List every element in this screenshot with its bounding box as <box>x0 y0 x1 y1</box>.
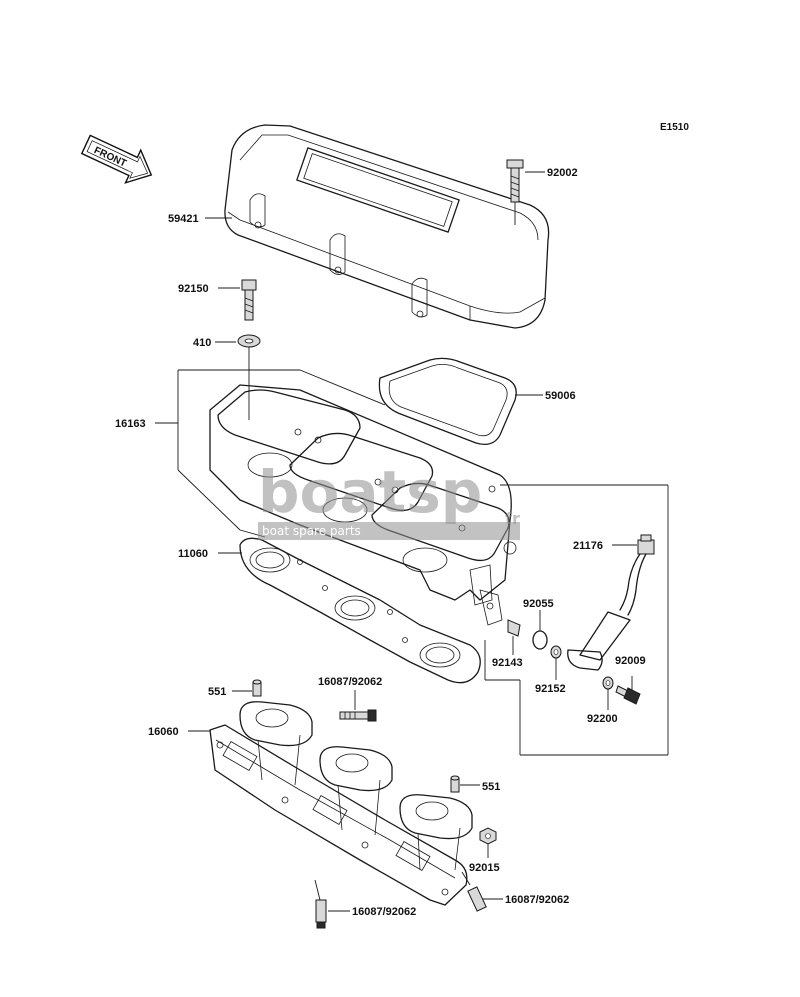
washer-92152 <box>550 645 562 659</box>
label-16087-c: 16087/92062 <box>328 906 416 918</box>
watermark-tagline: boat spare parts <box>262 524 361 538</box>
part-number-59421: 59421 <box>168 213 199 225</box>
part-number-21176: 21176 <box>573 540 603 552</box>
label-551-top: 551 <box>208 686 252 698</box>
part-number-551-top: 551 <box>208 686 226 698</box>
watermark-suffix: fr <box>505 509 520 528</box>
part-number-92143: 92143 <box>492 657 523 669</box>
bolt-92002 <box>506 159 524 225</box>
bolt-92150 <box>241 279 257 321</box>
oring-92055 <box>532 610 548 650</box>
screw-92009 <box>615 676 641 705</box>
part-number-92200: 92200 <box>587 713 618 725</box>
label-16163: 16163 <box>115 418 178 430</box>
label-92152: 92152 <box>535 658 566 695</box>
gasket-11060 <box>239 537 481 684</box>
part-number-16163: 16163 <box>115 418 146 430</box>
label-21176: 21176 <box>573 540 637 552</box>
part-number-410: 410 <box>193 337 211 349</box>
label-92150: 92150 <box>178 283 240 295</box>
label-92015: 92015 <box>469 862 500 874</box>
label-16060: 16060 <box>148 726 210 738</box>
label-59006: 59006 <box>515 390 576 402</box>
temp-sensor-16087-b <box>314 879 327 929</box>
part-number-16060: 16060 <box>148 726 179 738</box>
cover-59421 <box>224 124 550 329</box>
washer-410 <box>237 334 261 420</box>
watermark-brand: boatsp <box>258 458 482 526</box>
part-number-16087-b: 16087/92062 <box>505 894 569 906</box>
throttle-body-16163 <box>209 384 517 626</box>
label-92143: 92143 <box>492 636 523 669</box>
part-number-92002: 92002 <box>547 167 578 179</box>
dowel-551-bottom <box>450 775 460 793</box>
label-11060: 11060 <box>178 548 242 560</box>
part-number-16087-a: 16087/92062 <box>318 676 382 688</box>
label-551-bottom: 551 <box>460 781 500 793</box>
label-59421: 59421 <box>168 213 232 225</box>
washer-92200 <box>602 676 614 690</box>
part-number-59006: 59006 <box>545 390 576 402</box>
collar-92143 <box>507 619 521 637</box>
part-number-92055: 92055 <box>523 598 554 610</box>
label-92055: 92055 <box>523 598 554 610</box>
label-92200: 92200 <box>587 689 618 725</box>
manifold-16060 <box>209 701 473 906</box>
nut-92015 <box>479 827 497 858</box>
diagram-code: E1510 <box>660 122 689 133</box>
part-number-551-bottom: 551 <box>482 781 500 793</box>
part-number-16087-c: 16087/92062 <box>352 906 416 918</box>
watermark: boatsp boat spare parts fr <box>258 458 520 540</box>
label-16087-a: 16087/92062 <box>318 676 382 710</box>
gasket-59006 <box>378 357 517 446</box>
part-number-92150: 92150 <box>178 283 209 295</box>
label-92002: 92002 <box>525 167 578 179</box>
front-arrow-icon: FRONT <box>80 134 153 184</box>
part-number-92009: 92009 <box>615 655 646 667</box>
label-92009: 92009 <box>615 655 646 667</box>
temp-sensor-16087-a <box>339 709 377 722</box>
part-number-92152: 92152 <box>535 683 566 695</box>
temp-sensor-16087-c <box>461 871 487 912</box>
label-410: 410 <box>193 337 236 349</box>
label-16087-b: 16087/92062 <box>483 894 569 906</box>
part-number-11060: 11060 <box>178 548 208 560</box>
dowel-551-top <box>252 679 262 697</box>
part-number-92015: 92015 <box>469 862 500 874</box>
sensor-21176 <box>484 484 669 756</box>
bracket-16163 <box>177 369 386 538</box>
